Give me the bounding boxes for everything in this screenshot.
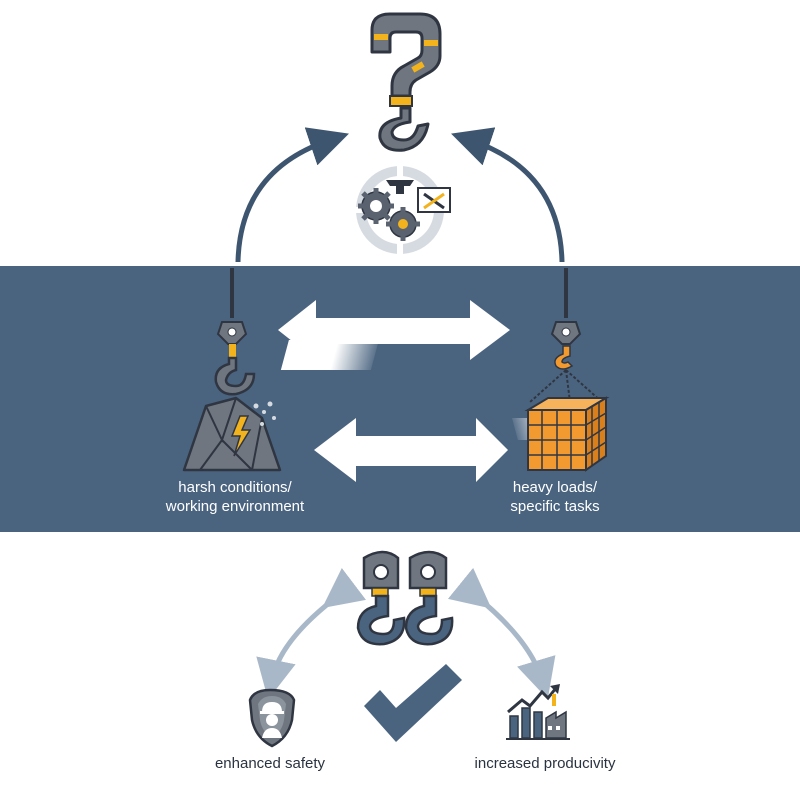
heavy-loads-line1: heavy loads/ [512, 479, 598, 496]
right-crane-hook-icon [529, 268, 603, 403]
harsh-conditions-line2: working environment [165, 498, 305, 515]
curved-arrow-bottom-right [447, 567, 556, 700]
heavy-loads-label: heavy loads/ specific tasks [470, 478, 640, 516]
increased-productivity-label: increased producivity [474, 755, 616, 772]
productivity-chart-icon [506, 684, 570, 740]
safety-shield-icon [248, 688, 296, 748]
curved-arrow-top-left [235, 127, 349, 263]
curved-arrow-bottom-left [256, 567, 367, 700]
harsh-conditions-line1: harsh conditions/ [178, 479, 292, 496]
blue-band [0, 266, 800, 532]
harsh-conditions-label: harsh conditions/ working environment [130, 478, 340, 516]
enhanced-safety-label: enhanced safety [214, 755, 326, 772]
question-hook-icon [370, 12, 442, 152]
curved-arrow-top-right [451, 127, 565, 263]
heavy-loads-line2: specific tasks [510, 498, 600, 515]
gears-blueprint-icon [352, 162, 451, 258]
checkmark-icon [364, 664, 462, 742]
double-hooks-icon [356, 550, 454, 646]
cargo-cube-icon [524, 396, 610, 472]
rock-lightning-icon [182, 396, 282, 472]
left-crane-hook-icon [214, 268, 256, 396]
